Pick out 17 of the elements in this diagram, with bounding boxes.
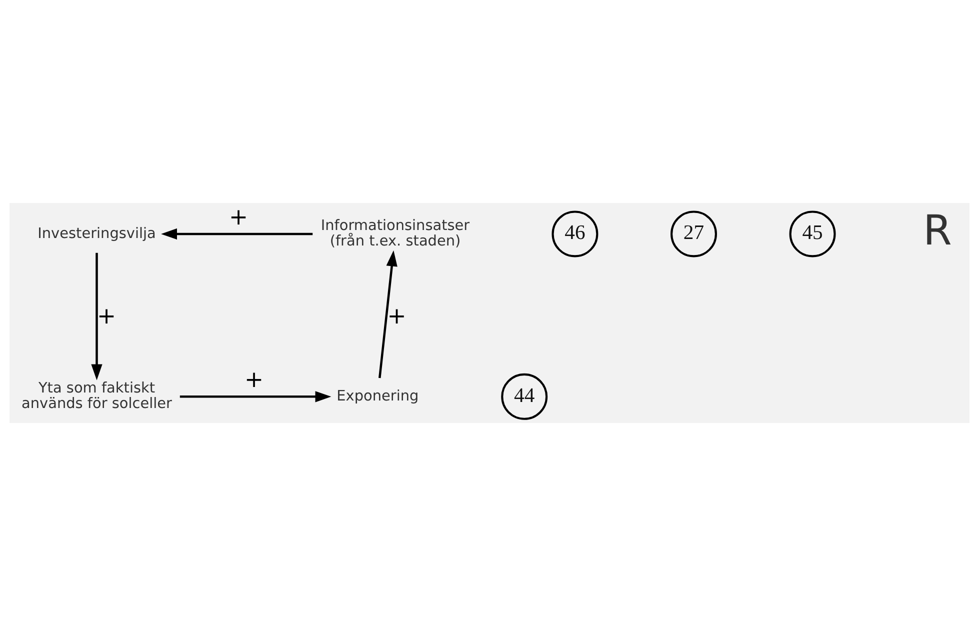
node-circle: 45 [789,210,836,257]
node-text: Yta som faktiskt används för solceller [22,380,172,412]
edge-label: + [97,302,116,329]
node-circle: 44 [501,372,548,420]
edge-label: + [387,302,406,329]
node-circle: 27 [670,210,717,257]
node-text: Exponering [336,388,419,404]
arrow [180,390,332,402]
arrow [161,228,313,240]
node-circle: 46 [552,210,598,257]
edge-label: + [244,366,264,392]
edge-label: + [228,204,248,230]
arrow [378,250,398,378]
label: R [923,206,952,254]
node-text: Investeringsvilja [38,225,156,242]
node-text: Informationsinsatser (från t.ex. staden) [320,218,470,250]
arrow [91,252,102,380]
